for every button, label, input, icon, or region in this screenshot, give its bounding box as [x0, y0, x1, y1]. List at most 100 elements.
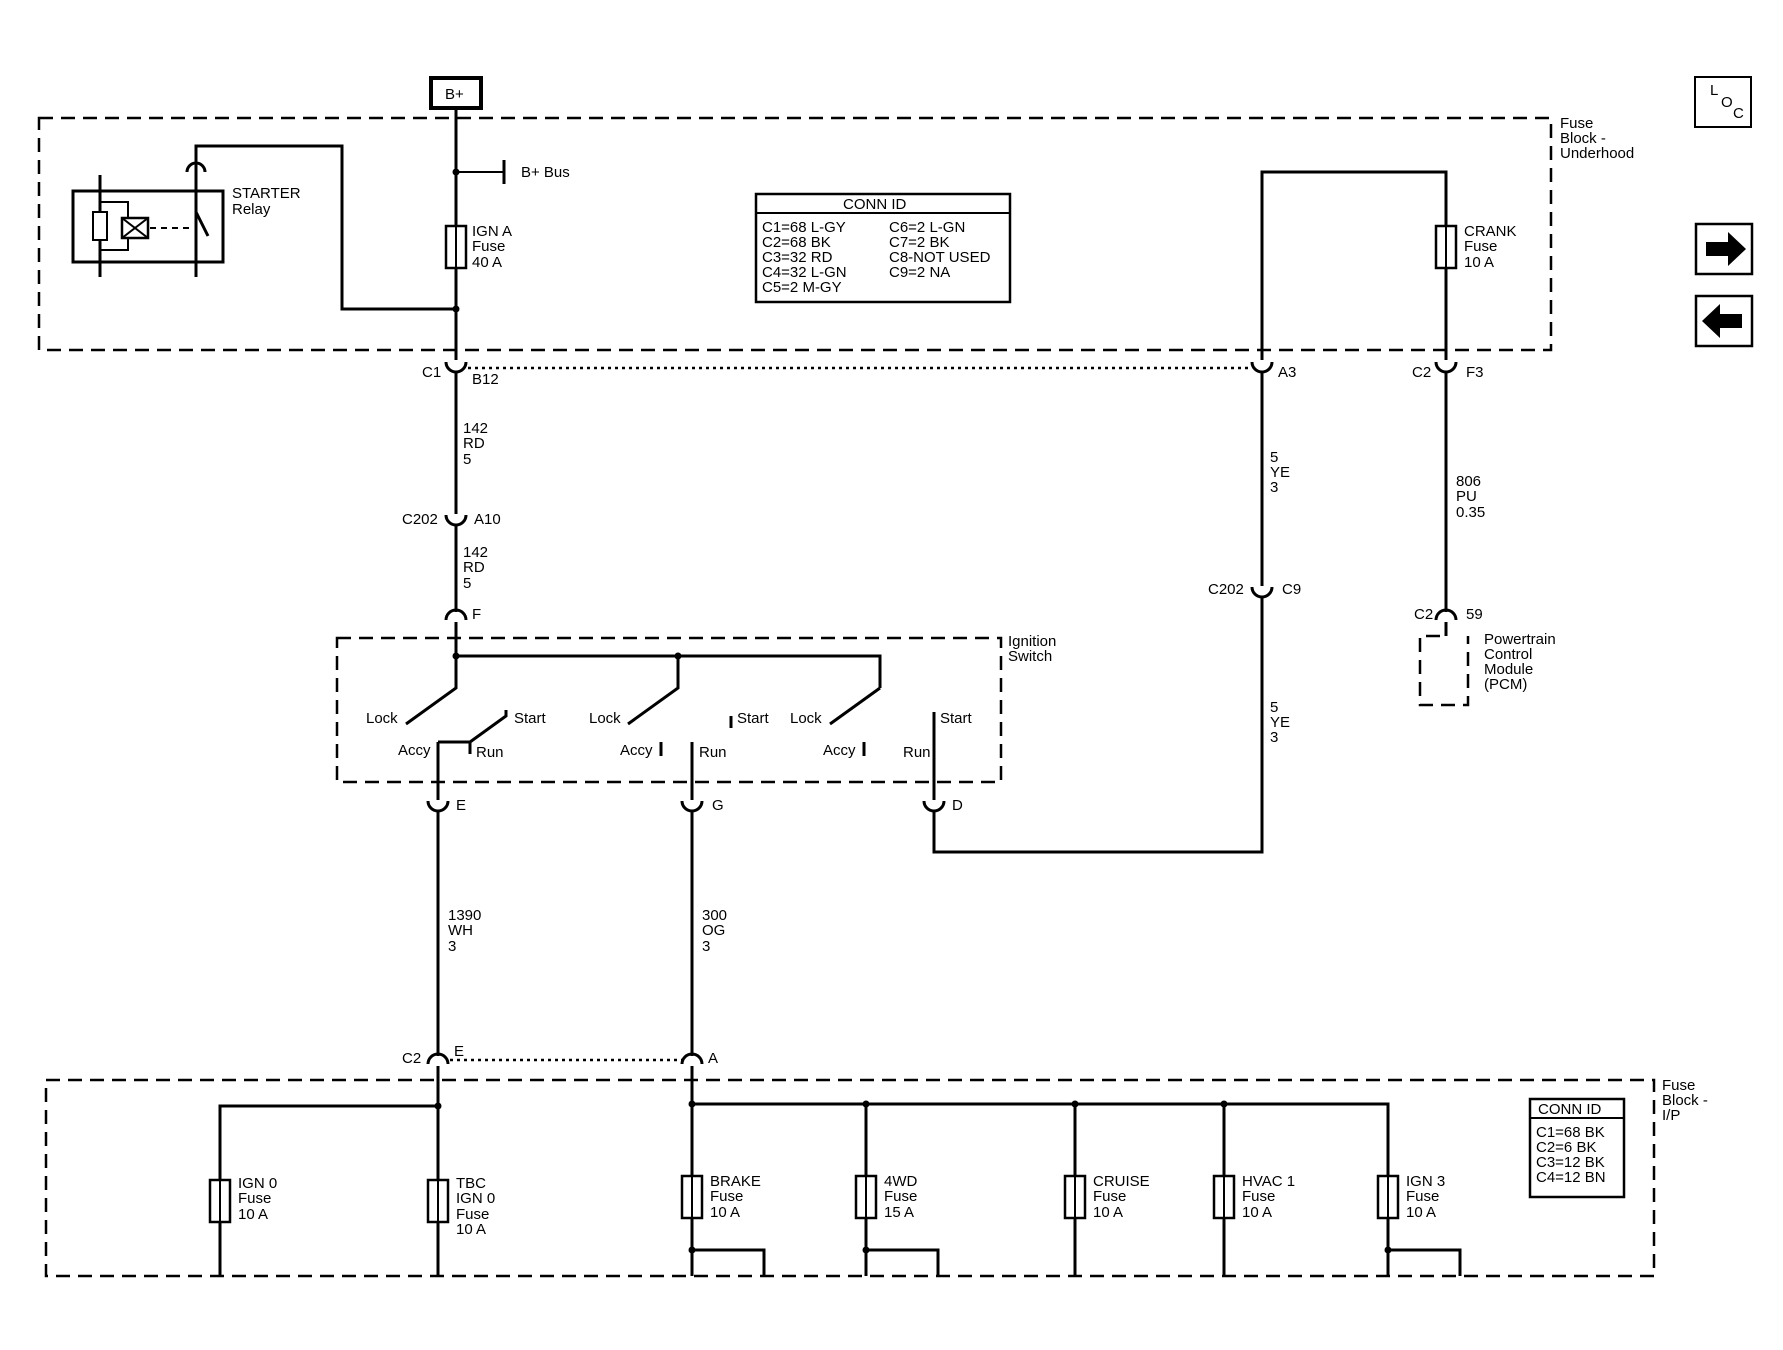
- ip-block-label: Fuse: [1662, 1077, 1695, 1094]
- ign-a-rating: 40 A: [472, 254, 502, 271]
- loc-letter-o: O: [1721, 94, 1733, 111]
- pcm-label-3: Module: [1484, 661, 1533, 678]
- connector-label: F3: [1466, 364, 1484, 381]
- wire-label: 0.35: [1456, 504, 1485, 521]
- ign-0-fuse: IGN 0 Fuse 10 A: [208, 1175, 277, 1224]
- ignition-switch-section-2: Lock Start Accy Run: [589, 656, 770, 782]
- ign-a-label: IGN A: [472, 223, 512, 240]
- previous-page-button[interactable]: [1694, 294, 1754, 348]
- conn-id-row: C9=2 NA: [889, 264, 950, 281]
- switch-run-label: Run: [903, 744, 931, 761]
- conn-id-row: C3=12 BK: [1536, 1154, 1605, 1171]
- wire-label: 5: [463, 575, 471, 592]
- ignition-switch-section-3: Lock Start Accy Run: [790, 686, 973, 782]
- switch-run-label: Run: [699, 744, 727, 761]
- next-page-button[interactable]: [1694, 222, 1754, 276]
- connector-c202-c9: [1250, 586, 1274, 599]
- tbc-ign-0-fuse: TBC IGN 0 Fuse 10 A: [426, 1175, 495, 1238]
- conn-id-row: C3=32 RD: [762, 249, 833, 266]
- conn-id-row: C5=2 M-GY: [762, 279, 842, 296]
- connector-label: E: [454, 1043, 464, 1060]
- loc-letter-c: C: [1733, 105, 1744, 122]
- conn-id-row: C2=6 BK: [1536, 1139, 1596, 1156]
- wire-label: OG: [702, 922, 725, 939]
- connector-c2-59: [1434, 608, 1458, 621]
- switch-start-label: Start: [940, 710, 973, 727]
- conn-id-row: C4=12 BN: [1536, 1169, 1606, 1186]
- arrow-right-icon: [1706, 232, 1746, 266]
- connector-d: [922, 800, 946, 813]
- wire-label: 5: [463, 451, 471, 468]
- connector-label: F: [472, 606, 481, 623]
- pcm-label: Powertrain: [1484, 631, 1556, 648]
- conn-id-table-underhood: CONN ID C1=68 L-GY C2=68 BK C3=32 RD C4=…: [754, 192, 1012, 304]
- connector-label: 59: [1466, 606, 1483, 623]
- switch-start-label: Start: [514, 710, 547, 727]
- fuse-rating: 10 A: [1406, 1204, 1436, 1221]
- wire-label: 3: [1270, 729, 1278, 746]
- fuse-label: Fuse: [456, 1206, 489, 1223]
- connector-a3: [1250, 361, 1274, 374]
- fuse-label: Fuse: [884, 1188, 917, 1205]
- ip-fuse-block: [44, 1078, 1656, 1278]
- pcm-module: [1418, 634, 1470, 707]
- arrow-left-icon: [1702, 304, 1742, 338]
- switch-run-label: Run: [476, 744, 504, 761]
- wire-label: 3: [702, 938, 710, 955]
- wire-label: 3: [448, 938, 456, 955]
- crank-fuse-rating: 10 A: [1464, 254, 1494, 271]
- conn-id-row: C4=32 L-GN: [762, 264, 847, 281]
- fuse-label: IGN 0: [456, 1190, 495, 1207]
- switch-start-label: Start: [737, 710, 770, 727]
- crank-fuse-label-2: Fuse: [1464, 238, 1497, 255]
- underhood-fuse-block: [37, 116, 1553, 352]
- connector-label: C202: [402, 511, 438, 528]
- connector-label: E: [456, 797, 466, 814]
- conn-id-row: C7=2 BK: [889, 234, 949, 251]
- conn-id-row: C8-NOT USED: [889, 249, 991, 266]
- wire-label: YE: [1270, 714, 1290, 731]
- connector-e: [426, 800, 450, 813]
- hvac-1-fuse: HVAC 1 Fuse 10 A: [1212, 1173, 1295, 1221]
- loc-button[interactable]: L O C: [1694, 76, 1752, 128]
- connector-f: [444, 608, 468, 621]
- wire-label: 5: [1270, 449, 1278, 466]
- fuse-rating: 10 A: [456, 1221, 486, 1238]
- ign-a-label-2: Fuse: [472, 238, 505, 255]
- connector-c2-f3: [1434, 361, 1458, 374]
- fuse-label: Fuse: [1093, 1188, 1126, 1205]
- fuse-label: BRAKE: [710, 1173, 761, 1190]
- conn-id-row: C6=2 L-GN: [889, 219, 965, 236]
- starter-relay-label: STARTER: [232, 185, 301, 202]
- fuse-label: 4WD: [884, 1173, 918, 1190]
- pcm-label-4: (PCM): [1484, 676, 1527, 693]
- ignition-switch-label-2: Switch: [1008, 648, 1052, 665]
- connector-label: C9: [1282, 581, 1301, 598]
- switch-lock-label: Lock: [366, 710, 398, 727]
- conn-id-row: C1=68 BK: [1536, 1124, 1605, 1141]
- underhood-label-2: Block -: [1560, 130, 1606, 147]
- pcm-label-2: Control: [1484, 646, 1532, 663]
- fuse-label: Fuse: [1242, 1188, 1275, 1205]
- bplus-label: B+: [445, 86, 464, 103]
- connector-g: [680, 800, 704, 813]
- underhood-label-3: Underhood: [1560, 145, 1634, 162]
- wire-label: 5: [1270, 699, 1278, 716]
- switch-accy-label: Accy: [823, 742, 856, 759]
- wire-label: RD: [463, 435, 485, 452]
- wire-label: 806: [1456, 473, 1481, 490]
- fuse-label: Fuse: [710, 1188, 743, 1205]
- connector-label: C2: [1412, 364, 1431, 381]
- connector-label: A: [708, 1050, 718, 1067]
- wire-label: 3: [1270, 479, 1278, 496]
- connector-a: [680, 1052, 704, 1065]
- switch-lock-label: Lock: [790, 710, 822, 727]
- ign-3-fuse: IGN 3 Fuse 10 A: [1376, 1173, 1445, 1221]
- connector-c2-e: [426, 1052, 450, 1065]
- cruise-fuse: CRUISE Fuse 10 A: [1063, 1173, 1150, 1221]
- battery-positive-terminal: B+: [429, 76, 483, 110]
- fuse-rating: 10 A: [1093, 1204, 1123, 1221]
- fuse-label: IGN 3: [1406, 1173, 1445, 1190]
- wire-label: 300: [702, 907, 727, 924]
- underhood-label-1: Fuse: [1560, 115, 1593, 132]
